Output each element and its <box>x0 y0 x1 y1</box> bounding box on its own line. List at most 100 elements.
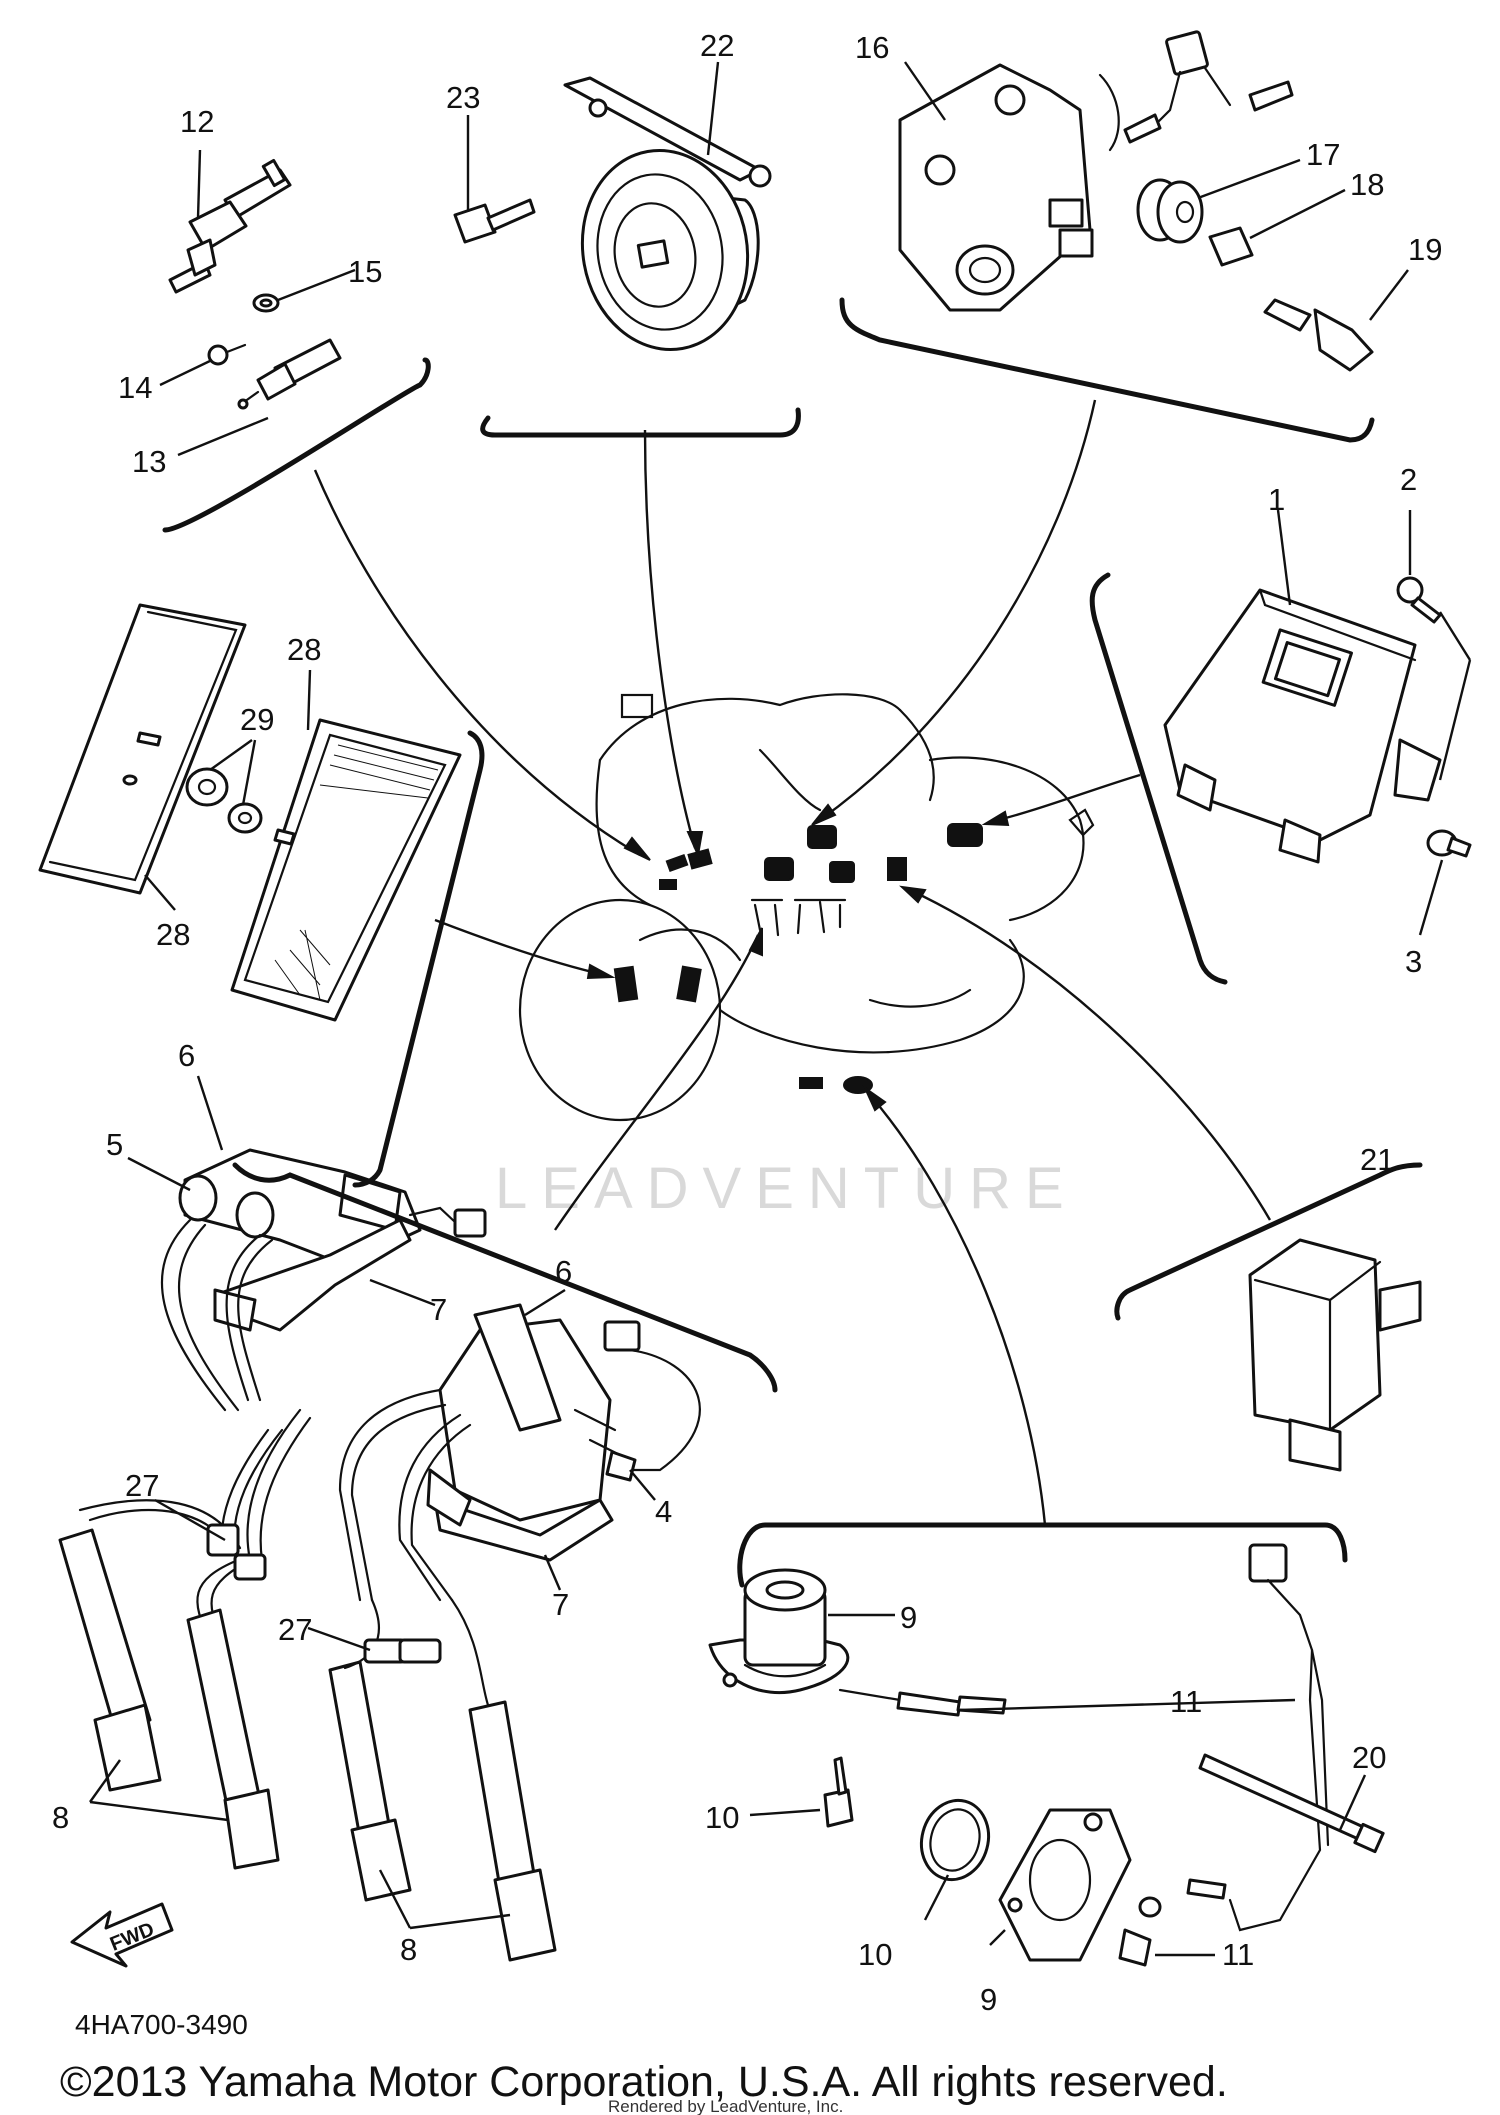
callout-13: 10 <box>705 1800 739 1835</box>
arrow-head <box>862 1085 887 1112</box>
spark-plug-cap-8-left <box>58 1528 280 1870</box>
reflector-group <box>38 603 462 1022</box>
callout-7-upper: 7 <box>430 1292 447 1327</box>
arrow-thermo-group <box>313 469 641 857</box>
arrow-head <box>686 831 704 859</box>
igniter-group <box>1163 576 1472 864</box>
callout-20: 17 <box>1306 137 1340 172</box>
fuel-sender-12 <box>708 1568 1007 1717</box>
washer-18 <box>252 293 280 313</box>
arrow-reflector-group <box>434 918 606 977</box>
callout-10: 10 <box>858 1937 892 1972</box>
callout-29: 29 <box>240 702 274 737</box>
horn-group <box>453 76 772 352</box>
screw-3 <box>1426 829 1472 858</box>
callout-28-top: 28 <box>287 632 321 667</box>
ignition-coil-5-upper <box>178 1148 487 1267</box>
callout-9: 9 <box>980 1982 997 2017</box>
screw-4 <box>605 1450 637 1482</box>
arrow-relay-group <box>909 888 1272 1221</box>
arrow-sensor-group <box>869 1094 1047 1526</box>
callout-1: 1 <box>1268 482 1285 517</box>
motorcycle-frame-outline <box>518 693 1095 1122</box>
diagram-code: 4HA700-3490 <box>75 2009 248 2040</box>
thermo-switch-group <box>168 158 342 410</box>
reflector-28-plate <box>38 603 247 895</box>
arrow-switch-group <box>819 399 1097 821</box>
collar-21 <box>1208 226 1254 267</box>
igniter-unit-1 <box>1163 588 1442 864</box>
callout-6-upper: 6 <box>178 1038 195 1073</box>
callout-6-lower: 6 <box>555 1254 572 1289</box>
temperature-sensor-16 <box>237 338 342 410</box>
arrow-horn-group <box>643 429 697 849</box>
screw-17 <box>207 343 247 366</box>
watermark-text: LEADVENTURE <box>495 1156 1078 1221</box>
group-brackets <box>162 297 1423 1588</box>
callout-labels: 12 15 14 13 22 23 16 17 18 19 1 2 3 28 2… <box>52 28 1442 2017</box>
callout-27-right: 27 <box>278 1612 312 1647</box>
callout-14: 11 <box>1170 1684 1202 1719</box>
spark-plug-cap-8-right <box>328 1598 557 1962</box>
location-arrows <box>313 399 1272 1526</box>
main-switch-group <box>898 30 1374 372</box>
reflector-28 <box>230 718 462 1022</box>
callout-19: 16 <box>855 30 889 65</box>
callout-leaders <box>89 61 1444 1957</box>
arrow-igniter-group <box>989 773 1141 824</box>
callout-24: 21 <box>1360 1142 1394 1177</box>
bolt-26 <box>453 198 536 244</box>
leader-2 <box>1438 611 1472 661</box>
callout-18: 15 <box>348 254 382 289</box>
callout-21: 18 <box>1350 167 1384 202</box>
callout-2: 2 <box>1400 462 1417 497</box>
neutral-switch-9 <box>998 1808 1132 1962</box>
callout-12: 9 <box>900 1600 917 1635</box>
ignition-coil-6-lower <box>438 1303 701 1522</box>
flasher-relay-24 <box>1248 1238 1422 1472</box>
callout-23: 20 <box>1352 1740 1386 1775</box>
o-ring-10 <box>919 1798 991 1882</box>
arrow-head <box>811 803 837 826</box>
callout-17: 14 <box>118 370 152 405</box>
callout-28-bottom: 28 <box>156 917 190 952</box>
nut-29 <box>185 767 263 834</box>
screw-11 <box>1118 1928 1152 1967</box>
callout-5: 5 <box>106 1127 123 1162</box>
callout-15: 12 <box>180 104 214 139</box>
ignition-coil-group <box>58 1148 701 1962</box>
horn-25 <box>563 76 772 352</box>
callout-27-left: 27 <box>125 1468 159 1503</box>
callout-16: 13 <box>132 444 166 479</box>
thermo-switch-15 <box>168 158 292 294</box>
arrow-coil-group <box>554 934 760 1231</box>
coil-cover-7-upper <box>213 1218 412 1332</box>
sensor-group <box>708 1543 1385 1967</box>
callout-3: 3 <box>1405 944 1422 979</box>
fwd-arrow: FWD <box>70 1902 174 1968</box>
main-switch-19 <box>898 30 1294 312</box>
rendered-by-notice: Rendered by LeadVenture, Inc. <box>608 2097 843 2115</box>
grommet-20 <box>1136 178 1204 244</box>
band-23 <box>1198 1753 1385 1854</box>
clamp-27-right <box>363 1638 442 1664</box>
screw-13 <box>823 1756 854 1828</box>
leader-2b <box>1438 659 1472 781</box>
callout-11: 11 <box>1222 1937 1254 1972</box>
bolt-22 <box>1263 298 1374 372</box>
callout-4: 4 <box>655 1494 672 1529</box>
callout-8-right: 8 <box>400 1932 417 1967</box>
callout-7-lower: 7 <box>552 1587 569 1622</box>
screw-2 <box>1396 576 1442 624</box>
arrow-head <box>748 927 763 957</box>
callout-22: 19 <box>1408 232 1442 267</box>
copyright-notice: ©2013 Yamaha Motor Corporation, U.S.A. A… <box>60 2058 1228 2106</box>
coil-cover-7-lower <box>426 1468 614 1562</box>
switch-lead-14 <box>1138 1543 1330 1932</box>
arrow-head <box>899 885 927 904</box>
arrow-head <box>623 836 651 861</box>
callout-25: 22 <box>700 28 734 63</box>
arrow-head <box>981 810 1010 827</box>
